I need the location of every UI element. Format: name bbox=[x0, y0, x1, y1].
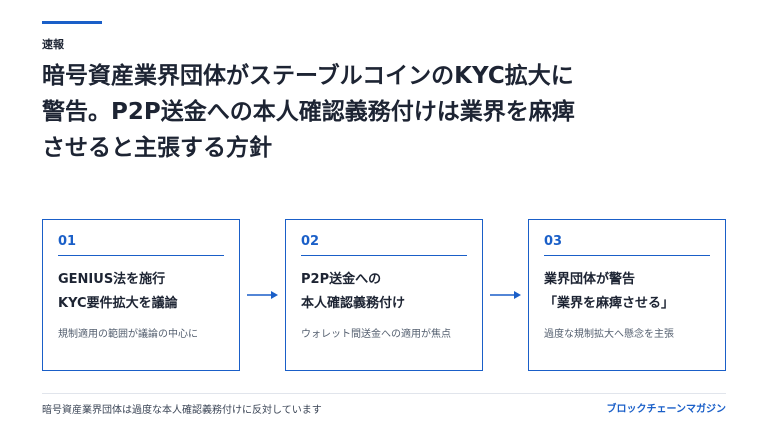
step-title-line: KYC要件拡大を議論 bbox=[58, 296, 178, 311]
step-number: 03 bbox=[544, 234, 710, 256]
step-card-2: 02 P2P送金への 本人確認義務付け ウォレット間送金への適用が焦点 bbox=[285, 219, 483, 371]
step-description: ウォレット間送金への適用が焦点 bbox=[301, 329, 451, 340]
arrow-right-icon bbox=[483, 285, 528, 305]
footer-divider bbox=[42, 393, 726, 394]
step-card-1: 01 GENIUS法を施行 KYC要件拡大を議論 規制適用の範囲が議論の中心に bbox=[42, 219, 240, 371]
step-title-line: GENIUS法を施行 bbox=[58, 272, 166, 287]
headline: 暗号資産業界団体がステーブルコインのKYC拡大に 警告。P2P送金への本人確認義… bbox=[42, 58, 722, 166]
brand-name: ブロックチェーンマガジン bbox=[606, 404, 727, 415]
step-title: P2P送金への 本人確認義務付け bbox=[301, 268, 467, 316]
step-card-3: 03 業界団体が警告 「業界を麻痺させる」 過度な規制拡大へ懸念を主張 bbox=[528, 219, 726, 371]
footer-note: 暗号資産業界団体は過度な本人確認義務付けに反対しています bbox=[42, 405, 322, 416]
headline-line-3: させると主張する方針 bbox=[42, 135, 272, 161]
step-description: 規制適用の範囲が議論の中心に bbox=[58, 329, 198, 340]
step-number: 02 bbox=[301, 234, 467, 256]
step-description: 過度な規制拡大へ懸念を主張 bbox=[544, 329, 674, 340]
category-label: 速報 bbox=[42, 38, 64, 51]
step-number: 01 bbox=[58, 234, 224, 256]
step-flow: 01 GENIUS法を施行 KYC要件拡大を議論 規制適用の範囲が議論の中心に … bbox=[42, 219, 726, 371]
step-title-line: 「業界を麻痺させる」 bbox=[544, 296, 675, 311]
headline-line-1: 暗号資産業界団体がステーブルコインのKYC拡大に bbox=[42, 63, 574, 89]
arrow-right-icon bbox=[240, 285, 285, 305]
step-title-line: P2P送金への bbox=[301, 272, 382, 287]
step-title-line: 業界団体が警告 bbox=[544, 272, 636, 287]
headline-line-2: 警告。P2P送金への本人確認義務付けは業界を麻痺 bbox=[42, 99, 575, 125]
step-title: 業界団体が警告 「業界を麻痺させる」 bbox=[544, 268, 710, 316]
step-title: GENIUS法を施行 KYC要件拡大を議論 bbox=[58, 268, 224, 316]
accent-bar bbox=[42, 21, 102, 24]
step-title-line: 本人確認義務付け bbox=[301, 296, 406, 311]
